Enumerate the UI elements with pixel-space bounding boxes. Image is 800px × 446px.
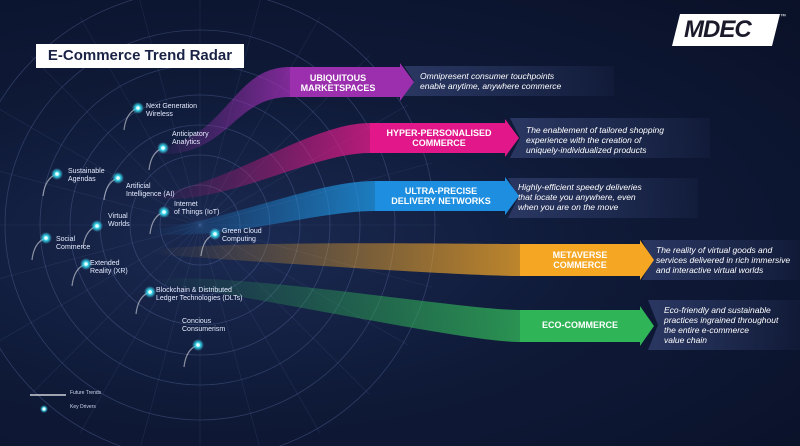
driver-node-dot bbox=[161, 146, 165, 150]
logo-trademark: ™ bbox=[780, 14, 786, 20]
logo-text: MDEC bbox=[684, 16, 752, 43]
driver-label-artificial-intelligence: Artificial Intelligence (AI) bbox=[126, 183, 175, 198]
trend-arrow bbox=[520, 306, 654, 346]
trend-sweep bbox=[150, 181, 375, 235]
trend-arrow bbox=[370, 119, 519, 157]
trend-label-ubiquitous-marketspaces: UBIQUITOUS MARKETSPACES bbox=[300, 73, 376, 93]
driver-node-dot bbox=[213, 232, 217, 236]
legend-row-future-trends: Future Trends bbox=[18, 388, 138, 402]
trend-sweep bbox=[150, 278, 520, 342]
trend-sweep bbox=[150, 123, 370, 200]
trend-sweeps bbox=[150, 67, 520, 342]
trend-sweep bbox=[150, 67, 290, 155]
driver-label-internet-of-things: Internet of Things (IoT) bbox=[174, 201, 220, 216]
description-panel bbox=[508, 178, 698, 218]
radar-ring bbox=[69, 94, 331, 356]
driver-node-dot bbox=[44, 236, 48, 240]
driver-label-blockchain-dlts: Blockchain & Distributed Ledger Technolo… bbox=[156, 287, 243, 302]
trend-arrow bbox=[520, 240, 654, 280]
key-driver-nodes bbox=[31, 102, 221, 368]
trend-arrow bbox=[375, 177, 519, 215]
trend-description-hyper-personalised-commerce: The enablement of tailored shopping expe… bbox=[526, 125, 664, 155]
driver-node-dot bbox=[55, 172, 59, 176]
trend-label-hyper-personalised-commerce: HYPER-PERSONALISED COMMERCE bbox=[386, 128, 492, 148]
driver-label-virtual-worlds: Virtual Worlds bbox=[108, 213, 130, 228]
driver-label-concious-consumerism: Concious Consumerism bbox=[182, 318, 226, 333]
description-panel bbox=[642, 240, 800, 280]
radar-spoke bbox=[0, 224, 201, 279]
radar-ring bbox=[0, 0, 436, 446]
description-panel bbox=[510, 118, 710, 158]
legend-row-key-drivers: Key Drivers bbox=[18, 402, 138, 416]
trend-description-ubiquitous-marketspaces: Omnipresent consumer touchpoints enable … bbox=[420, 71, 562, 91]
trend-description-metaverse-commerce: The reality of virtual goods and service… bbox=[656, 245, 791, 275]
description-panels bbox=[404, 66, 800, 350]
driver-node-dot bbox=[136, 106, 140, 110]
driver-node-dot bbox=[196, 343, 200, 347]
trend-arrow bbox=[290, 63, 414, 101]
driver-node-dot bbox=[95, 224, 99, 228]
trend-label-metaverse-commerce: METAVERSE COMMERCE bbox=[552, 250, 608, 270]
radar-ring bbox=[4, 29, 396, 421]
radar-spoke bbox=[140, 224, 201, 446]
radar-spoke bbox=[0, 109, 201, 226]
driver-label-extended-reality: Extended Reality (XR) bbox=[90, 260, 128, 275]
radar-spoke bbox=[199, 224, 260, 446]
description-panel bbox=[648, 300, 800, 350]
trend-sweep bbox=[150, 243, 520, 276]
trend-label-ultra-precise-delivery: ULTRA-PRECISE DELIVERY NETWORKS bbox=[391, 186, 491, 206]
driver-label-sustainable-agendas: Sustainable Agendas bbox=[68, 168, 105, 183]
driver-node-dot bbox=[84, 262, 88, 266]
driver-node-dot bbox=[148, 290, 152, 294]
legend-label-future-trends: Future Trends bbox=[70, 390, 102, 396]
driver-label-green-cloud-computing: Green Cloud Computing bbox=[222, 228, 262, 243]
trend-description-eco-commerce: Eco-friendly and sustainable practices i… bbox=[664, 305, 779, 345]
radar-ring bbox=[129, 154, 271, 296]
driver-label-social-commerce: Social Commerce bbox=[56, 236, 91, 251]
driver-node-dot bbox=[116, 176, 120, 180]
description-panel bbox=[404, 66, 614, 96]
page-title: E-Commerce Trend Radar bbox=[36, 44, 244, 68]
radar-spoke bbox=[199, 224, 321, 433]
driver-label-next-generation-wireless: Next Generation Wireless bbox=[146, 103, 197, 118]
legend-label-key-drivers: Key Drivers bbox=[70, 404, 96, 410]
driver-label-anticipatory-analytics: Anticipatory Analytics bbox=[172, 131, 209, 146]
legend-graphics bbox=[30, 394, 66, 413]
radar-spoke bbox=[79, 224, 201, 433]
mdec-logo: MDEC ™ bbox=[672, 14, 786, 50]
legend: Future Trends Key Drivers bbox=[18, 388, 138, 416]
trend-arrows bbox=[290, 63, 654, 346]
radar-spoke bbox=[0, 224, 201, 341]
trend-description-ultra-precise-delivery: Highly-efficient speedy deliveries that … bbox=[518, 182, 642, 212]
driver-node-dot bbox=[162, 210, 166, 214]
trend-label-eco-commerce: ECO-COMMERCE bbox=[542, 320, 618, 330]
legend-key-drivers-dot bbox=[42, 407, 46, 411]
